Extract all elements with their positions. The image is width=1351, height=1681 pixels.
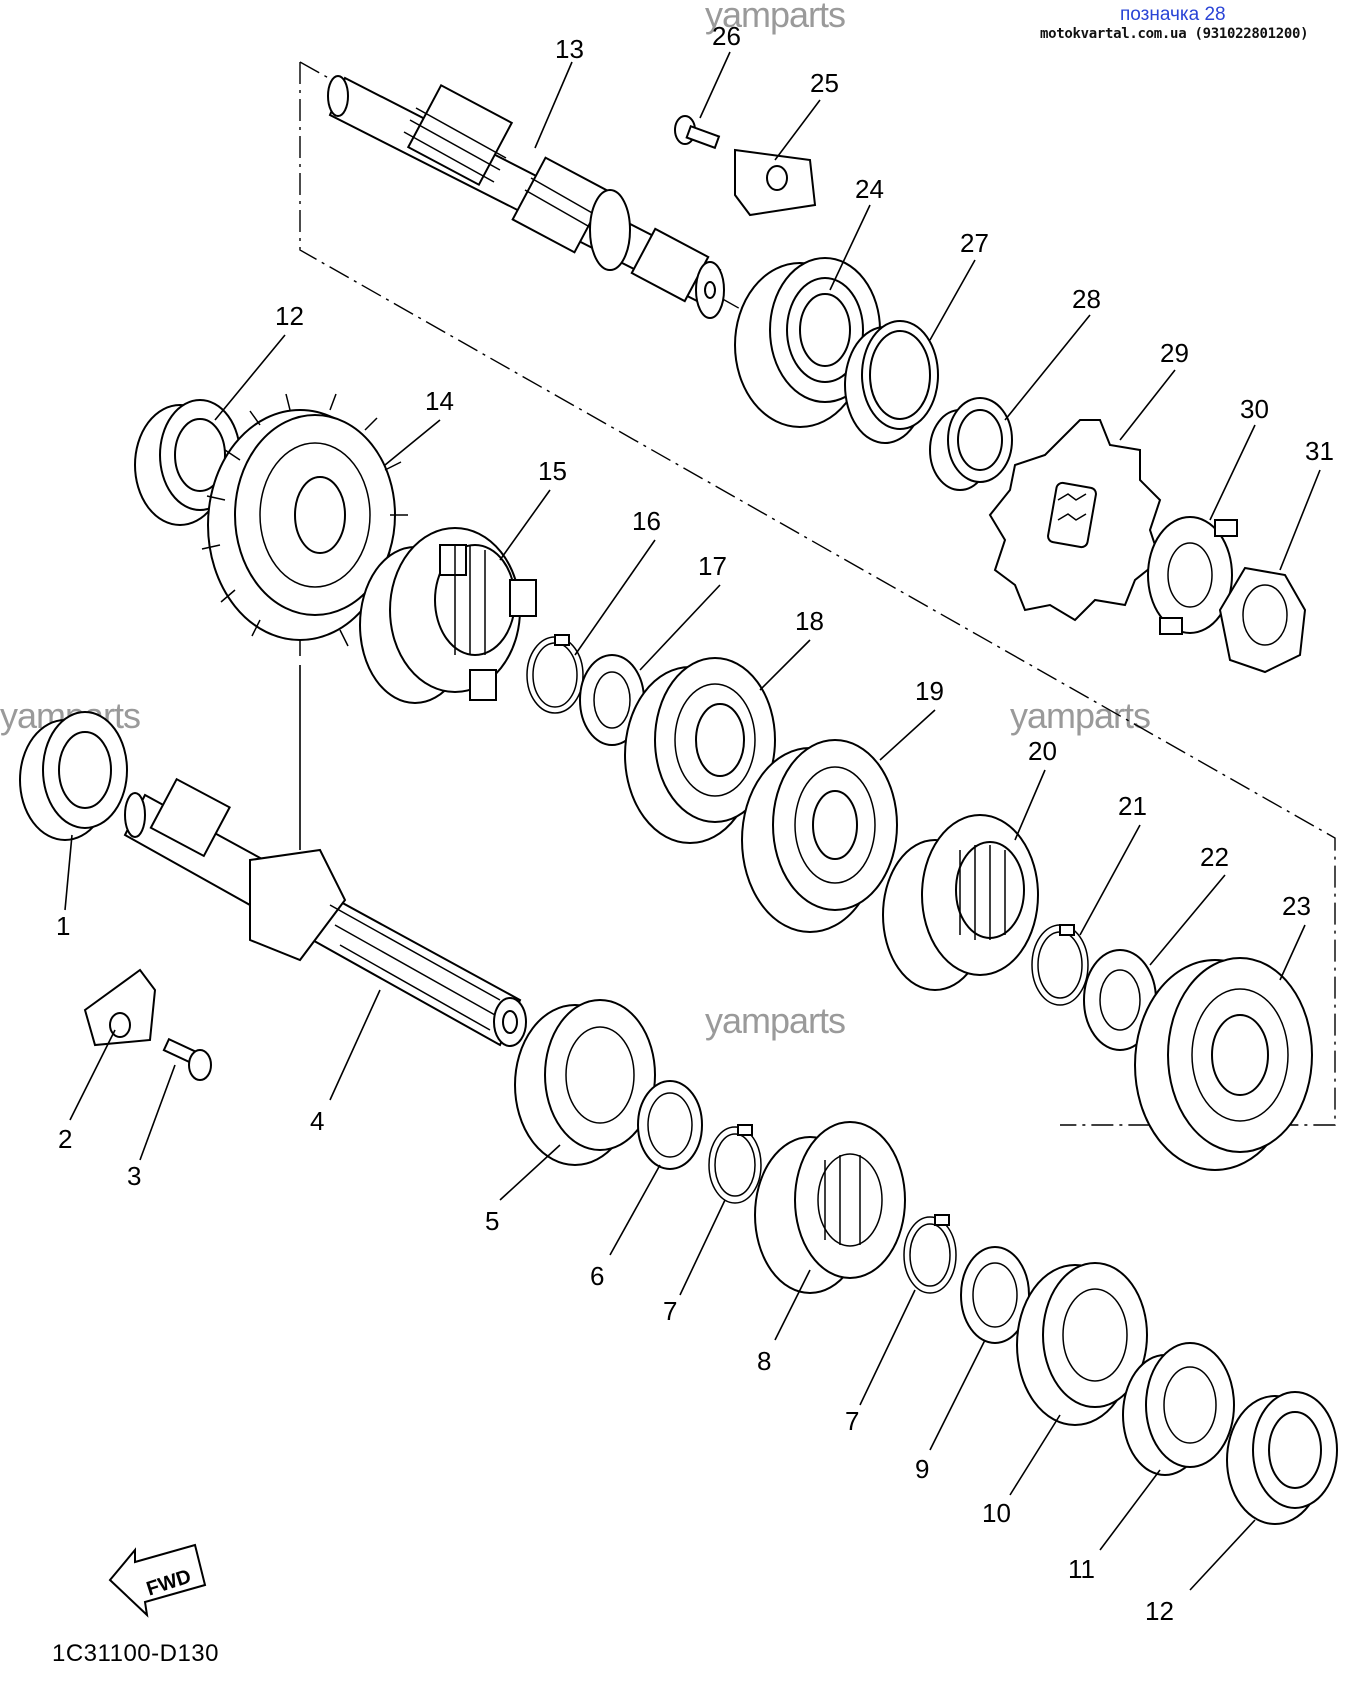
part-16-gear (359, 527, 537, 704)
part-2-plate (83, 968, 157, 1047)
part-28-oil-seal (844, 320, 939, 444)
callout-10: 10 (982, 1498, 1011, 1528)
callout-27: 26 (712, 21, 741, 51)
part-3-screw (162, 1037, 212, 1081)
watermark: yamparts (705, 1000, 846, 1041)
part-10-gear (1016, 1262, 1148, 1426)
watermark: yamparts (705, 0, 846, 35)
callout-7: 7 (663, 1296, 677, 1326)
part-15-gear (201, 393, 408, 656)
callout-2: 2 (58, 1124, 72, 1154)
part-4-main-axle (123, 777, 527, 1047)
part-17-circlip (526, 634, 584, 714)
part-1-bearing (19, 711, 128, 841)
part-31-lock-washer (1147, 516, 1238, 635)
fwd-arrow-icon: FWD (108, 1543, 207, 1618)
part-8-gear (754, 1121, 906, 1294)
callout-22: 21 (1118, 791, 1147, 821)
part-11-gear (1122, 1342, 1235, 1476)
part-29-collar (929, 397, 1013, 491)
part-6-washer (637, 1080, 703, 1170)
part-26-plate (734, 148, 817, 217)
callout-24: 23 (1282, 891, 1311, 921)
part-27-screw (674, 115, 721, 150)
diagram-code: 1C31100-D130 (52, 1640, 220, 1667)
callout-26: 25 (810, 68, 839, 98)
part-30-sprocket (988, 419, 1162, 622)
part-21-gear (882, 814, 1039, 991)
callout-4: 4 (310, 1106, 324, 1136)
callout-7: 7 (845, 1406, 859, 1436)
callout-28: 27 (960, 228, 989, 258)
callout-25: 24 (855, 174, 884, 204)
callout-15: 14 (425, 386, 454, 416)
callout-6: 6 (590, 1261, 604, 1291)
callout-23: 22 (1200, 842, 1229, 872)
callout-20: 19 (915, 676, 944, 706)
callout-13: 12 (275, 301, 304, 331)
watermark: yamparts (1010, 695, 1151, 736)
callout-18: 17 (698, 551, 727, 581)
callout-9: 9 (915, 1454, 929, 1484)
callout-8: 8 (757, 1346, 771, 1376)
part-20-gear (741, 739, 898, 933)
callout-21: 20 (1028, 736, 1057, 766)
part-14-drive-shaft (327, 75, 725, 319)
callout-16: 15 (538, 456, 567, 486)
callout-5: 5 (485, 1206, 499, 1236)
callout-19: 18 (795, 606, 824, 636)
callout-1: 1 (56, 911, 70, 941)
callout-3: 3 (127, 1161, 141, 1191)
callout-17: 16 (632, 506, 661, 536)
part-5-gear (514, 999, 656, 1166)
callout-32: 31 (1305, 436, 1334, 466)
callout-12: 12 (1145, 1596, 1174, 1626)
part-32-nut (1218, 566, 1307, 674)
callout-14: 13 (555, 34, 584, 64)
part-24-gear (1134, 957, 1313, 1171)
callout-29: 28 (1072, 284, 1101, 314)
header-site: motokvartal.com.ua (931022801200) (1040, 26, 1309, 42)
part-7-circlip (903, 1214, 957, 1294)
part-12-bearing (1226, 1391, 1338, 1525)
part-7-circlip (708, 1124, 762, 1204)
callout-31: 30 (1240, 394, 1269, 424)
part-19-gear (624, 657, 776, 844)
header-title[interactable]: позначка 28 (1120, 4, 1226, 25)
callout-30: 29 (1160, 338, 1189, 368)
part-22-circlip (1031, 924, 1089, 1006)
callout-11: 11 (1068, 1554, 1095, 1584)
